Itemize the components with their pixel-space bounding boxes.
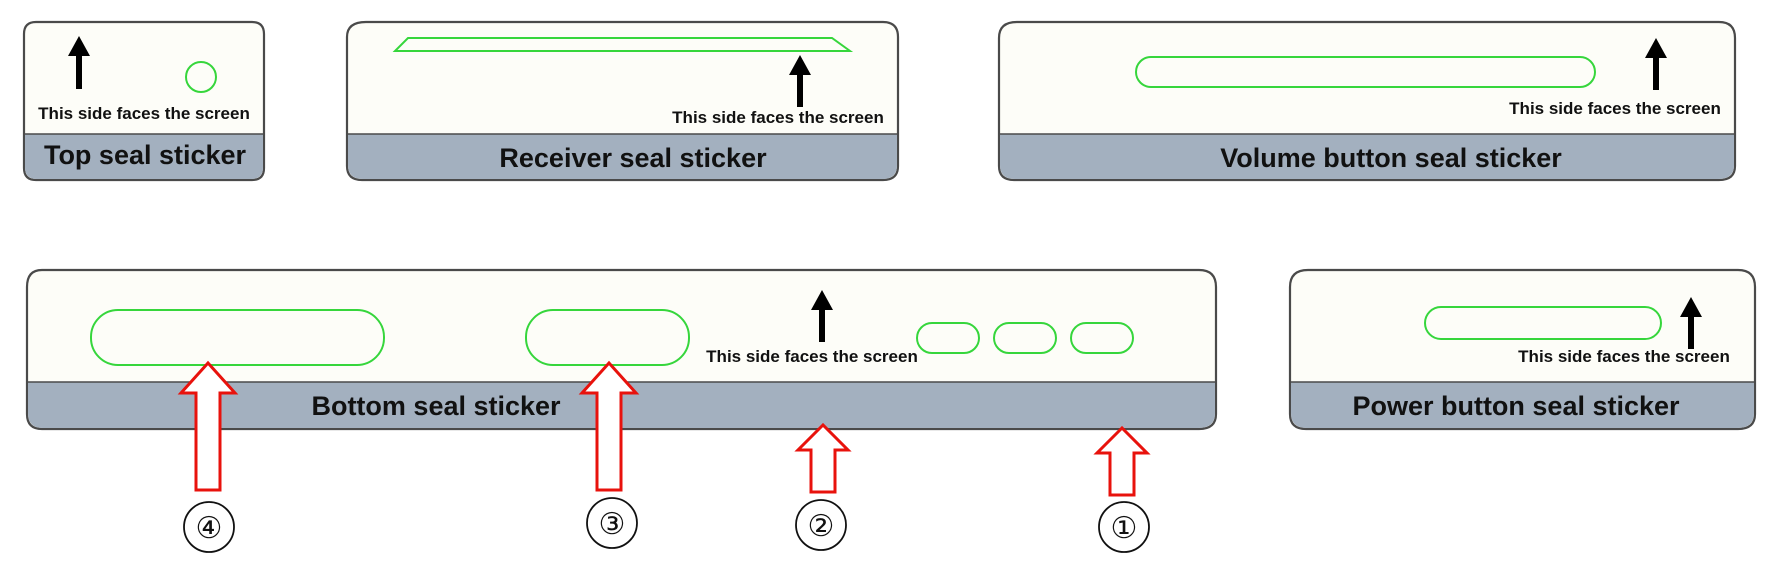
top-seal-sticker: This side faces the screen Top seal stic… — [22, 20, 266, 182]
sticker-label-band — [1000, 134, 1734, 179]
callout-marker-2: ② — [794, 422, 852, 551]
up-arrow-icon — [1645, 38, 1667, 90]
marker-circle — [1098, 501, 1150, 553]
receiver-seal-sticker: This side faces the screen Receiver seal… — [345, 20, 900, 182]
marker-circle — [183, 501, 235, 553]
hollow-up-arrow-icon — [578, 360, 640, 492]
marker-number: ③ — [599, 508, 626, 541]
marker-number: ② — [808, 510, 835, 543]
cutout-slot — [1135, 56, 1596, 88]
facing-note: This side faces the screen — [38, 104, 250, 123]
sticker-title: Receiver seal sticker — [499, 143, 767, 173]
sticker-label-band — [1291, 382, 1754, 428]
marker-number: ④ — [196, 512, 223, 545]
marker-circle — [795, 499, 847, 551]
up-arrow-icon — [789, 55, 811, 107]
up-arrow-icon — [811, 290, 833, 342]
facing-note: This side faces the screen — [1509, 99, 1721, 118]
cutout-slot — [90, 309, 385, 366]
marker-circle — [586, 497, 638, 549]
bottom-seal-sticker: This side faces the screen Bottom seal s… — [25, 268, 1218, 431]
cutout-slot — [1424, 306, 1662, 340]
marker-number: ① — [1111, 512, 1138, 545]
callout-marker-4: ④ — [177, 360, 239, 553]
volume-button-seal-sticker: This side faces the screen Volume button… — [997, 20, 1737, 182]
facing-note: This side faces the screen — [672, 108, 884, 127]
facing-note: This side faces the screen — [1518, 347, 1730, 366]
sticker-title: Power button seal sticker — [1352, 391, 1680, 421]
hollow-up-arrow-icon — [177, 360, 239, 492]
power-button-seal-sticker: This side faces the screen Power button … — [1288, 268, 1757, 431]
sticker-title: Top seal sticker — [44, 140, 247, 170]
facing-note: This side faces the screen — [706, 347, 918, 366]
up-arrow-icon — [1680, 297, 1702, 349]
sticker-title: Bottom seal sticker — [311, 391, 561, 421]
callout-marker-3: ③ — [578, 360, 640, 549]
cutout-slot — [916, 322, 980, 354]
cutout-slot — [392, 37, 854, 52]
sticker-label-band — [25, 134, 263, 179]
cutout-slot — [1070, 322, 1134, 354]
callout-marker-1: ① — [1093, 425, 1151, 553]
up-arrow-icon — [68, 36, 90, 89]
hollow-up-arrow-icon — [794, 422, 852, 494]
sticker-label-band — [348, 134, 897, 179]
cutout-slot — [993, 322, 1057, 354]
hollow-up-arrow-icon — [1093, 425, 1151, 497]
sticker-title: Volume button seal sticker — [1220, 143, 1562, 173]
cutout-circle — [185, 61, 217, 93]
